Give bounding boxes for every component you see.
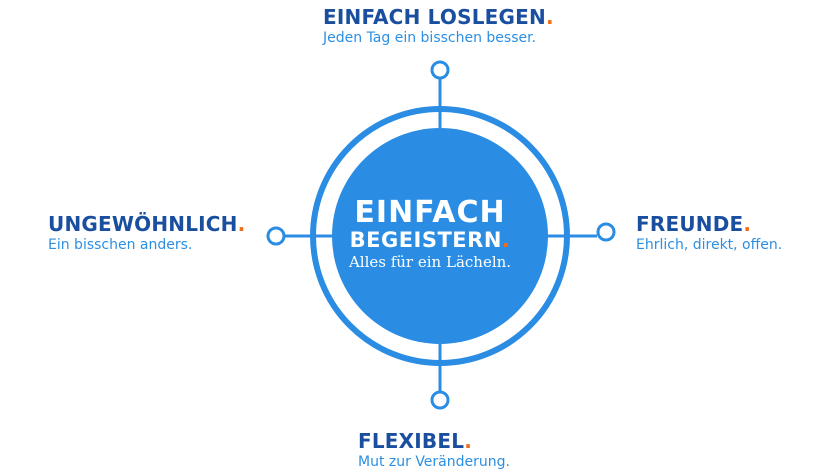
node-left [266, 226, 286, 246]
center-label: EINFACH BEGEISTERN. Alles für ein Lächel… [320, 198, 540, 272]
node-title-bottom: FLEXIBEL. [358, 429, 510, 453]
node-title-right: FREUNDE. [636, 212, 782, 236]
node-right [596, 222, 616, 242]
node-bottom [430, 390, 450, 410]
node-title-bottom-text: FLEXIBEL [358, 429, 465, 453]
center-subtitle: Alles für ein Lächeln. [348, 253, 512, 271]
center-circle [332, 128, 548, 344]
node-subtitle-bottom: Mut zur Veränderung. [358, 454, 510, 470]
node-title-top: EINFACH LOSLEGEN. [323, 5, 554, 29]
node-title-right-text: FREUNDE [636, 212, 744, 236]
node-title-right-dot: . [743, 212, 752, 236]
center-title-dot: . [501, 228, 511, 252]
node-label-left: UNGEWÖHNLICH. Ein bisschen anders. [48, 212, 245, 254]
node-label-bottom: FLEXIBEL. Mut zur Veränderung. [358, 429, 510, 471]
node-top [430, 60, 450, 80]
node-subtitle-left: Ein bisschen anders. [48, 237, 193, 253]
node-label-right: FREUNDE. Ehrlich, direkt, offen. [636, 212, 782, 254]
node-title-left: UNGEWÖHNLICH. [48, 212, 245, 236]
node-subtitle-top: Jeden Tag ein bisschen besser. [323, 30, 537, 46]
node-title-top-text: EINFACH LOSLEGEN [323, 5, 546, 29]
node-title-bottom-dot: . [464, 429, 472, 453]
node-subtitle-right: Ehrlich, direkt, offen. [636, 237, 783, 253]
node-label-top: EINFACH LOSLEGEN. Jeden Tag ein bisschen… [323, 5, 554, 47]
center-title-line1: EINFACH [354, 195, 506, 230]
center-title-line2-text: BEGEISTERN [349, 228, 502, 252]
node-title-top-dot: . [545, 5, 554, 29]
center-title-line2: BEGEISTERN. [320, 228, 540, 252]
node-title-left-dot: . [237, 212, 246, 236]
node-title-left-text: UNGEWÖHNLICH [48, 212, 238, 236]
